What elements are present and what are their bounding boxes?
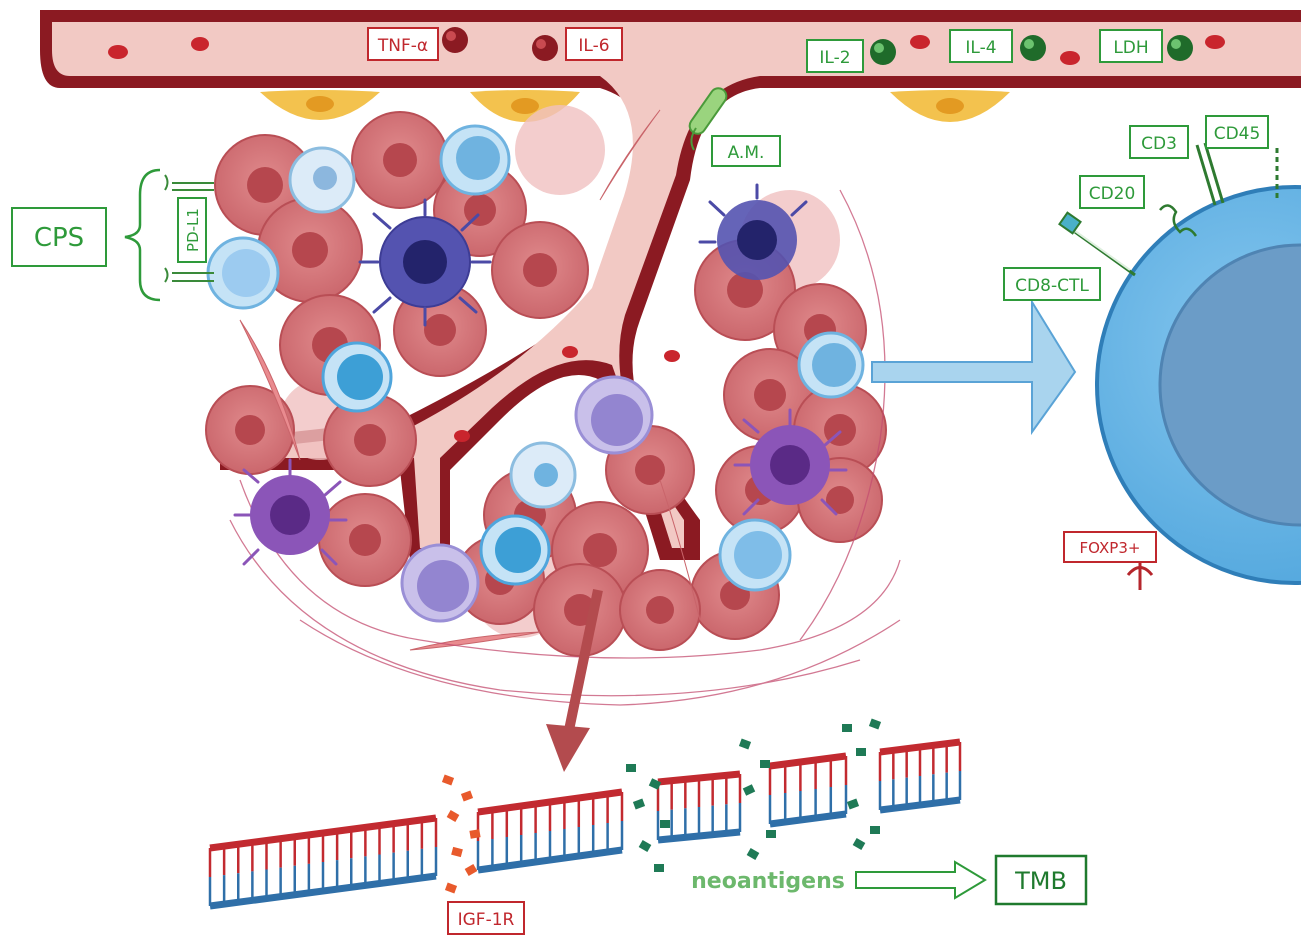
cytokine-molecules [442,27,1193,65]
dna-segment [656,770,742,844]
pd-l1-receptors [164,174,214,283]
dna-segment [878,738,962,814]
cd3-label: CD3 [1129,125,1189,159]
lymphocyte [206,236,280,310]
svg-text:CPS: CPS [34,223,84,253]
lavender-cell [400,543,480,623]
lavender-cells [400,375,654,623]
lavender-cell [574,375,654,455]
label-boxes: TNF-α IL-6 IL-2 IL-4 LDH A.M. CPS PD-L1 [11,27,1269,935]
igf-1r-label: IGF-1R [447,901,525,935]
lymphocytes [206,124,865,592]
lymphocyte [718,518,792,592]
tnf-alpha-label: TNF-α [367,27,439,61]
svg-text:CD45: CD45 [1214,124,1261,144]
svg-text:CD3: CD3 [1141,134,1177,154]
svg-text:LDH: LDH [1113,38,1148,58]
arrow-to-cd8 [871,298,1077,436]
svg-text:PD-L1: PD-L1 [184,208,202,252]
cd20-label: CD20 [1079,175,1145,209]
am-label: A.M. [711,135,781,167]
il-6-label: IL-6 [565,27,623,61]
lymphocyte [288,146,356,214]
lymphocyte [479,514,551,586]
dna-segment [476,788,624,874]
igf-fragments [441,774,481,894]
svg-text:FOXP3+: FOXP3+ [1080,539,1141,557]
svg-text:TNF-α: TNF-α [377,36,428,56]
dendritic-cell-purple [733,408,848,516]
pd-l1-label: PD-L1 [177,197,207,263]
neoantigens-label: neoantigens [691,869,845,894]
arrow-to-dna [546,588,603,772]
svg-text:IGF-1R: IGF-1R [458,910,515,930]
dna-segment [208,814,438,910]
tumor-mass [205,87,901,706]
cps-bracket [124,168,161,302]
lymphocyte [439,124,511,196]
neoantigen-fragments [626,718,882,872]
mutation-fragments [441,718,882,894]
dna-segment [768,752,848,828]
svg-text:CD8-CTL: CD8-CTL [1015,276,1089,296]
ldh-label: LDH [1099,29,1163,63]
svg-text:neoantigens: neoantigens [691,869,845,894]
svg-text:TMB: TMB [1014,867,1067,895]
il-2-label: IL-2 [806,39,864,73]
lymphocyte [321,341,393,413]
dendritic-cell-blue [358,198,492,327]
red-blood-cells [108,35,1225,442]
tmb-label: TMB [994,854,1088,906]
dendritic-cell-purple-2 [233,458,348,566]
svg-text:CD20: CD20 [1089,184,1136,204]
surface-markers [1058,142,1279,277]
svg-text:A.M.: A.M. [728,143,765,163]
svg-text:IL-4: IL-4 [965,38,996,58]
cd8-ctl-label: CD8-CTL [1003,267,1101,301]
svg-text:IL-2: IL-2 [819,48,850,68]
dna-strands [208,738,962,910]
cd45-label: CD45 [1205,115,1269,149]
cd8-ctl-cell [1095,185,1301,585]
fibroblasts [239,109,701,651]
activated-macrophage [688,87,728,151]
dendritic-cell-blue-2 [698,183,808,280]
lymphocyte [797,331,865,399]
neoantigens-arrow [855,860,987,900]
foxp3-label: FOXP3+ [1063,531,1157,563]
lymphocyte [509,441,577,509]
il-4-label: IL-4 [949,29,1013,63]
svg-text:IL-6: IL-6 [578,36,609,56]
collagen-fibers [229,189,901,706]
blood-vessel [40,10,1301,560]
foxp3-receptor [1126,560,1154,590]
cps-label: CPS [11,207,107,267]
